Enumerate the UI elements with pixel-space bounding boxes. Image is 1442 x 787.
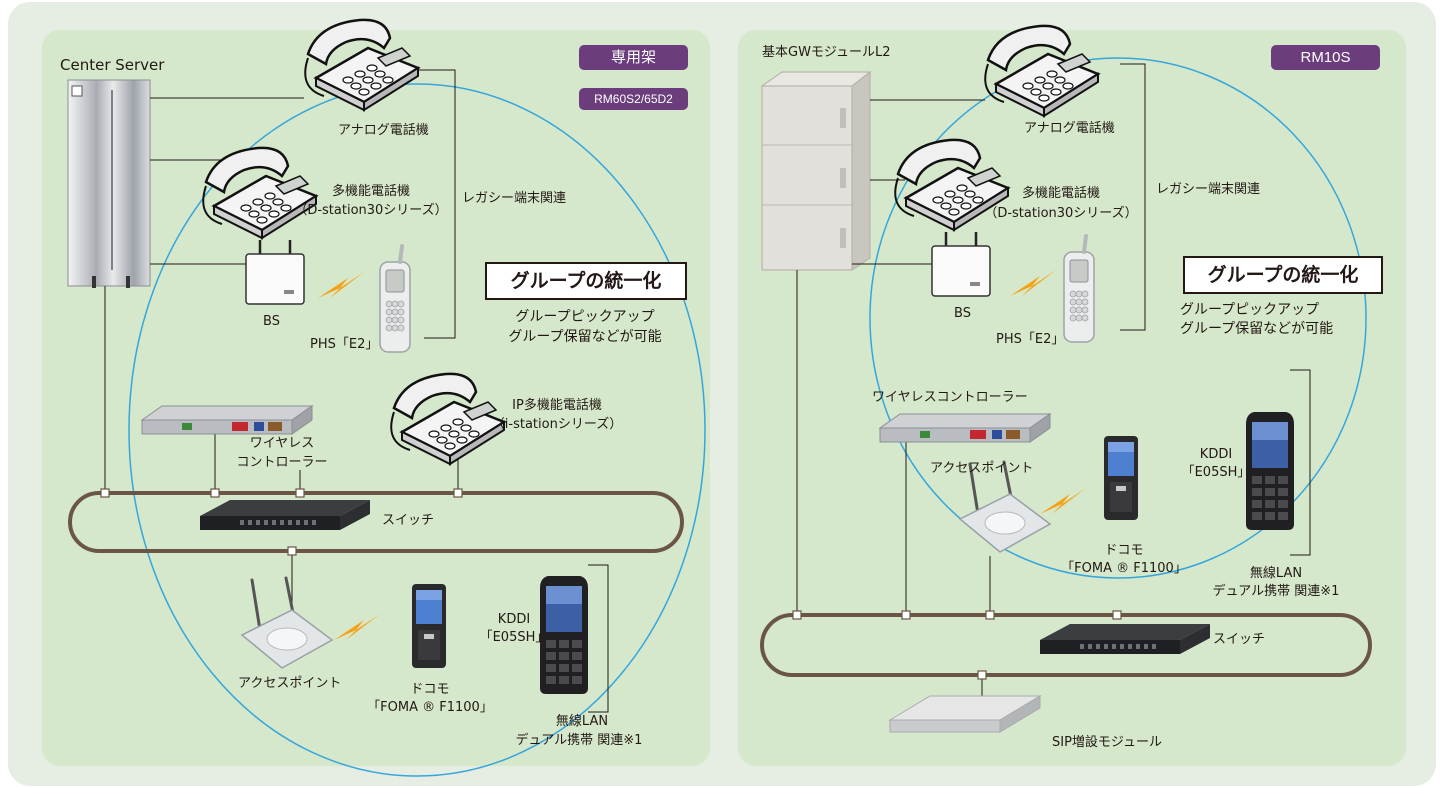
right-lan-ring [760,613,1372,677]
right-lines [796,63,1311,700]
left-wireless-controller-label-2: コントローラー [236,455,328,470]
right-group-desc-2: グループ保留などが可能 [1180,321,1334,337]
right-kddi-label-1: KDDI [1199,447,1233,462]
left-switch-icon [200,500,370,530]
right-group-title: グループの統一化 [1183,256,1383,294]
left-docomo-label-2: 「FOMA ® F1100」 [367,700,493,715]
right-panel [738,24,1406,766]
right-wireless-controller-icon [879,413,1051,443]
right-panel-bg [738,30,1406,766]
left-ip-phone-label-1: IP多機能電話機 [512,398,602,413]
left-bs-label: BS [263,314,280,329]
right-ring-nodes [792,610,1122,680]
left-wireless-controller-label-1: ワイヤレス [249,436,315,451]
left-legacy-label: レガシー端末関連 [462,191,567,206]
right-kddi-label-2: 「E05SH」 [1181,465,1251,480]
left-lan-ring [68,491,684,553]
left-docomo-phone-icon [412,584,446,668]
left-ring-nodes [100,488,463,556]
right-legacy-label: レガシー端末関連 [1156,182,1261,197]
left-wlan-label-1: 無線LAN [555,714,609,729]
right-switch-label: スイッチ [1213,632,1266,647]
left-kddi-label-1: KDDI [497,612,531,627]
left-analog-phone-label: アナログ電話機 [338,123,429,138]
gw-module [760,70,872,271]
left-multifunction-phone-label-1: 多機能電話機 [331,184,410,199]
center-server [67,79,151,288]
left-group-title: グループの統一化 [485,262,687,300]
left-legacy-lines [104,69,609,713]
right-wlan-label-1: 無線LAN [1249,566,1303,581]
right-wireless-controller-label: ワイヤレスコントローラー [872,390,1028,405]
left-group-desc-2: グループ保留などが可能 [508,329,662,345]
right-multifunction-phone-label-1: 多機能電話機 [1021,186,1100,201]
right-docomo-phone-icon [1104,436,1138,520]
left-switch-label: スイッチ [382,513,435,528]
center-server-label: Center Server [60,56,165,74]
right-analog-phone-label: アナログ電話機 [1024,121,1115,136]
left-wireless-controller-icon [141,405,313,435]
left-kddi-label-2: 「E05SH」 [479,630,549,645]
right-docomo-label-2: 「FOMA ® F1100」 [1061,561,1187,576]
right-phs-label: PHS「E2」 [996,332,1065,347]
right-multifunction-phone-label-2: （D-station30シリーズ） [984,206,1138,221]
left-multifunction-phone-label-2: （D-station30シリーズ） [294,203,448,218]
left-ip-phone-label-2: （i-stationシリーズ） [491,417,623,432]
right-bs-label: BS [954,306,971,321]
right-switch-icon [1040,624,1210,654]
sip-module [888,695,1042,733]
right-wlan-label-2: デュアル携帯 関連※1 [1212,584,1340,599]
left-group-desc-1: グループピックアップ [515,309,655,325]
right-group-ellipse [869,57,1367,579]
sip-module-label: SIP増設モジュール [1052,735,1163,750]
left-badge-main: 専用架 [579,45,688,70]
left-badge-sub: RM60S2/65D2 [579,88,688,110]
right-docomo-label-1: ドコモ [1104,543,1144,558]
left-docomo-label-1: ドコモ [410,682,450,697]
right-group-desc-1: グループピックアップ [1180,302,1320,318]
right-access-point-label: アクセスポイント [930,461,1034,476]
right-badge-main: RM10S [1271,45,1380,70]
left-access-point-label: アクセスポイント [238,676,342,691]
gw-module-label: 基本GWモジュールL2 [762,45,891,60]
left-wlan-label-2: デュアル携帯 関連※1 [515,733,643,748]
left-phs-label: PHS「E2」 [310,337,379,352]
left-group-ellipse [128,83,706,777]
left-panel [42,18,710,777]
